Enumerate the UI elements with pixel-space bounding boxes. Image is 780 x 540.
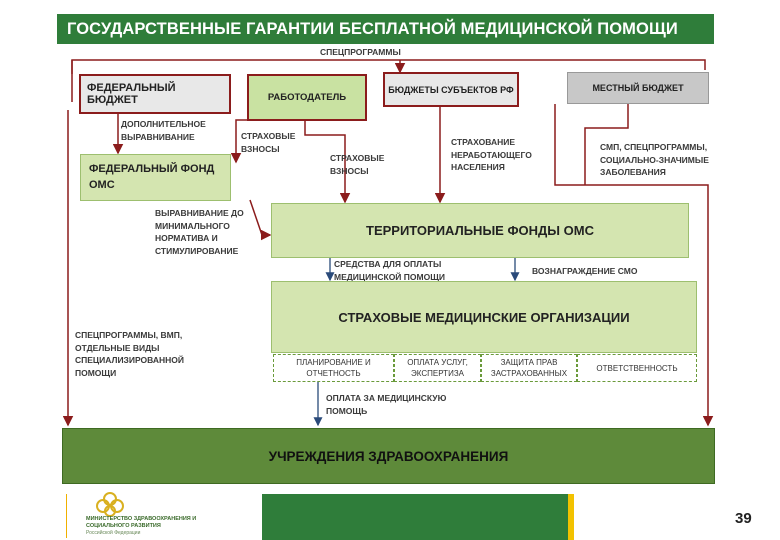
arrow-local-healthcare [584,103,629,185]
insurance-orgs-label: Страховые медицинские организации [338,309,630,325]
footer-green-bar [262,494,568,540]
footer-divider [66,494,67,538]
arrow-fund-territorial [249,199,272,241]
page-title: ГОСУДАРСТВЕННЫЕ ГАРАНТИИ БЕСПЛАТНОЙ МЕДИ… [57,14,714,44]
regional-budgets-label: Бюджеты субъектов РФ [388,84,514,95]
page-number: 39 [735,510,752,527]
box-employer: РАБОТОДАТЕЛЬ [247,74,367,121]
footer-yellow-stripe [568,494,574,540]
title-text: ГОСУДАРСТВЕННЫЕ ГАРАНТИИ БЕСПЛАТНОЙ МЕДИ… [67,19,678,38]
arrow-employer-territorial [304,108,351,204]
label-funds-payment: СРЕДСТВА ДЛЯ ОПЛАТЫ МЕДИЦИНСКОЙ ПОМОЩИ [334,259,445,282]
box-regional-budgets: Бюджеты субъектов РФ [383,72,519,107]
box-healthcare: Учреждения здравоохранения [62,428,715,484]
function-responsibility: ОТВЕТСТВЕННОСТЬ [577,354,697,382]
box-insurance-orgs: Страховые медицинские организации [271,281,697,353]
ministry-emblem-icon [96,492,124,517]
ministry-logo [90,490,130,523]
function-rights: ЗАЩИТА ПРАВ ЗАСТРАХОВАННЫХ [481,354,577,382]
label-insurance-contributions-1: СТРАХОВЫЕ ВЗНОСЫ [241,131,296,154]
box-federal-fund: Федеральный фонд ОМС [80,154,231,201]
local-budget-label: Местный бюджет [592,83,684,93]
box-territorial-funds: Территориальные фонды ОМС [271,203,689,258]
label-insurance-contributions-2: СТРАХОВЫЕ ВЗНОСЫ [330,153,385,176]
label-smo-reward: ВОЗНАГРАЖДЕНИЕ СМО [532,266,638,276]
function-payment: ОПЛАТА УСЛУГ, ЭКСПЕРТИЗА [394,354,481,382]
ministry-name: МИНИСТЕРСТВО ЗДРАВООХРАНЕНИЯ И СОЦИАЛЬНО… [86,516,197,529]
box-local-budget: Местный бюджет [567,72,709,104]
label-specprogrammy-top: СПЕЦПРОГРАММЫ [320,47,401,57]
function-planning: ПЛАНИРОВАНИЕ И ОТЧЕТНОСТЬ [273,354,394,382]
box-federal-budget: Федеральный бюджет [79,74,231,114]
employer-label: РАБОТОДАТЕЛЬ [267,92,347,103]
label-equalization-min: ВЫРАВНИВАНИЕ ДО МИНИМАЛЬНОГО НОРМАТИВА И… [155,208,244,256]
label-payment-for-care: ОПЛАТА ЗА МЕДИЦИНСКУЮ ПОМОЩЬ [326,393,447,416]
territorial-funds-label: Территориальные фонды ОМС [366,223,594,238]
label-specprogrammy-vmp: СПЕЦПРОГРАММЫ, ВМП, ОТДЕЛЬНЫЕ ВИДЫ СПЕЦИ… [75,330,185,378]
healthcare-label: Учреждения здравоохранения [268,448,509,464]
label-smp-programs: СМП, СПЕЦПРОГРАММЫ, СОЦИАЛЬНО-ЗНАЧИМЫЕ З… [600,142,709,177]
label-additional-equalization: ДОПОЛНИТЕЛЬНОЕ ВЫРАВНИВАНИЕ [121,119,206,142]
label-unemployed-insurance: СТРАХОВАНИЕ НЕРАБОТАЮЩЕГО НАСЕЛЕНИЯ [451,137,532,172]
federal-budget-label: Федеральный бюджет [87,82,176,106]
federal-fund-label: Федеральный фонд ОМС [89,163,215,191]
arrow-regional-healthcare [554,104,714,427]
ministry-subtitle: Российской Федерации [86,530,141,536]
arrow-specprog-top [71,59,706,102]
